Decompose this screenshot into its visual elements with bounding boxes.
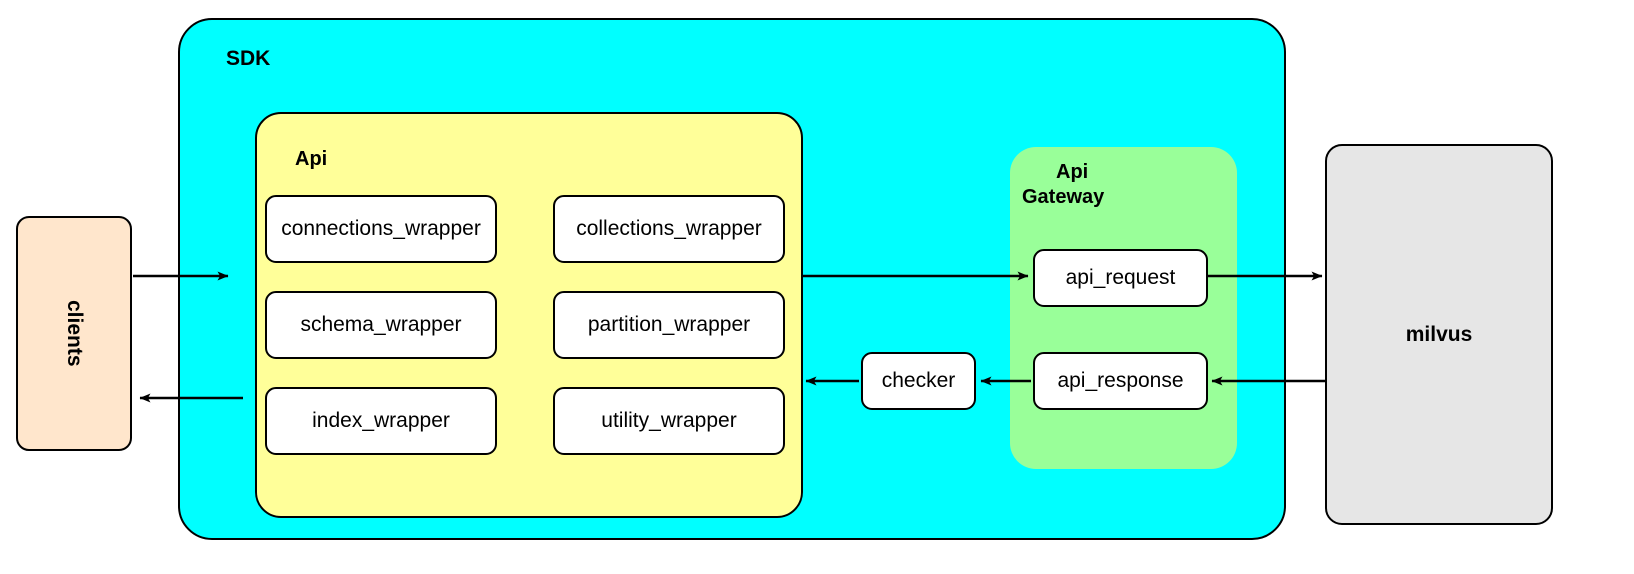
api-gateway-label-line2: Gateway xyxy=(1022,186,1105,208)
node-label: collections_wrapper xyxy=(576,217,762,240)
node-connections-wrapper[interactable]: connections_wrapper xyxy=(265,195,497,263)
node-label: partition_wrapper xyxy=(587,313,751,336)
api-gateway-label: Api Gateway xyxy=(1022,160,1104,210)
node-label: checker xyxy=(881,369,956,392)
node-api-response[interactable]: api_response xyxy=(1033,352,1208,410)
node-label: utility_wrapper xyxy=(601,409,737,432)
node-collections-wrapper[interactable]: collections_wrapper xyxy=(553,195,785,263)
api-gateway-label-line1: Api xyxy=(1056,161,1089,183)
node-utility-wrapper[interactable]: utility_wrapper xyxy=(553,387,785,455)
node-schema-wrapper[interactable]: schema_wrapper xyxy=(265,291,497,359)
node-label: api_response xyxy=(1057,369,1184,392)
api-gateway-container: Api Gateway xyxy=(1010,147,1237,469)
node-label: milvus xyxy=(1405,322,1473,346)
node-milvus[interactable]: milvus xyxy=(1325,144,1553,525)
node-label: schema_wrapper xyxy=(300,313,462,336)
node-api-request[interactable]: api_request xyxy=(1033,249,1208,307)
node-index-wrapper[interactable]: index_wrapper xyxy=(265,387,497,455)
node-clients[interactable]: clients xyxy=(16,216,132,451)
node-checker[interactable]: checker xyxy=(861,352,976,410)
node-label: clients xyxy=(63,300,86,367)
node-label: index_wrapper xyxy=(312,409,450,432)
sdk-label: SDK xyxy=(226,47,271,70)
node-label: connections_wrapper xyxy=(281,217,481,240)
node-partition-wrapper[interactable]: partition_wrapper xyxy=(553,291,785,359)
api-wrapper-label-line1: Api xyxy=(295,148,328,170)
node-label: api_request xyxy=(1065,266,1176,289)
